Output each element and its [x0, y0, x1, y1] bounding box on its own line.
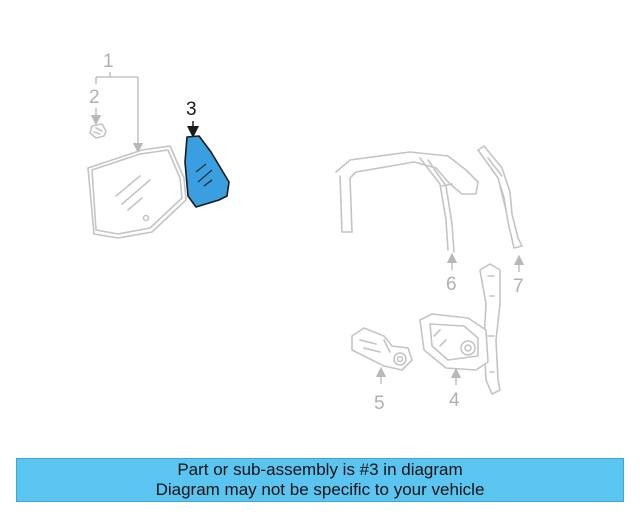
callout-5[interactable]: 5 — [374, 393, 385, 414]
caption-bar: Part or sub-assembly is #3 in diagram Di… — [16, 458, 624, 502]
callout-4[interactable]: 4 — [449, 390, 460, 411]
run-strip-part[interactable] — [477, 145, 523, 249]
callout-2[interactable]: 2 — [89, 87, 100, 108]
callout-1[interactable]: 1 — [103, 51, 114, 72]
parts-diagram: 1 2 3 6 7 — [87, 51, 525, 414]
side-glass-part[interactable] — [87, 145, 187, 239]
callout-3[interactable]: 3 — [186, 99, 197, 120]
callout-7[interactable]: 7 — [513, 276, 524, 297]
vent-glass-part-highlighted[interactable] — [184, 135, 230, 208]
caption-line-1: Part or sub-assembly is #3 in diagram — [177, 460, 463, 479]
window-regulator-part[interactable] — [419, 263, 501, 395]
door-frame-part[interactable] — [335, 151, 479, 253]
callout-6[interactable]: 6 — [446, 274, 457, 295]
caption-line-2: Diagram may not be specific to your vehi… — [155, 480, 485, 499]
callout-1-bracket — [95, 72, 144, 154]
clip-part[interactable] — [89, 123, 107, 139]
regulator-motor-part[interactable] — [351, 327, 413, 371]
